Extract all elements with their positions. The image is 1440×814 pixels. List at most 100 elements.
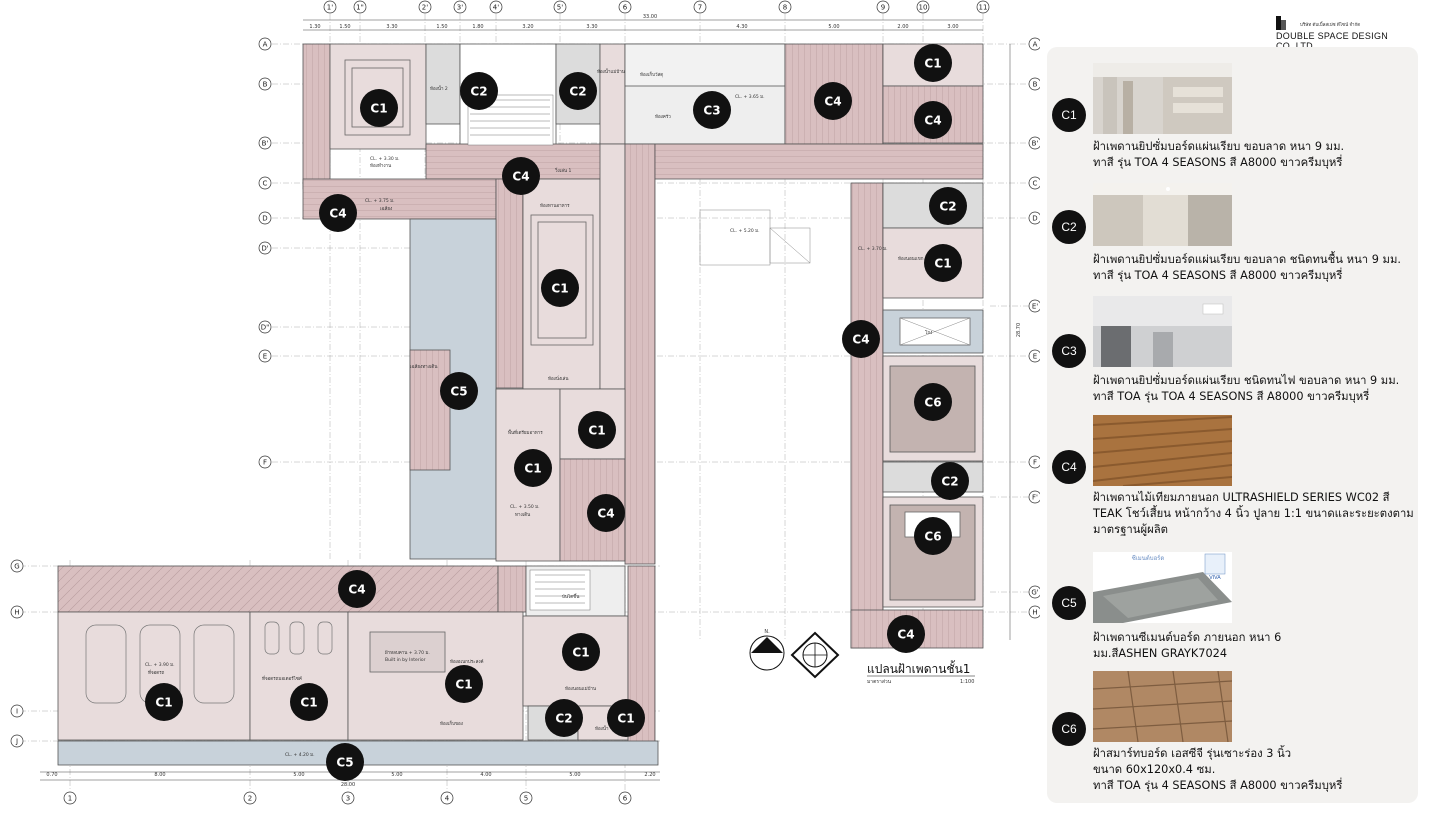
ceiling-type-badge: C2 — [460, 72, 498, 110]
room-label: บันไดขึ้น — [562, 593, 579, 600]
svg-text:C4: C4 — [512, 170, 529, 184]
svg-text:C5: C5 — [336, 756, 353, 770]
dim-top: 3.30 — [386, 24, 397, 30]
svg-text:2: 2 — [248, 795, 252, 803]
room-label: ห้องทานอาหาร — [540, 203, 570, 209]
axis-bubble-top: 8 — [778, 0, 792, 14]
room-label: เฉลียง — [380, 206, 392, 212]
svg-text:B: B — [263, 81, 268, 89]
dim-bottom: 5.00 — [391, 772, 402, 778]
room-label: ห้องครัว — [655, 114, 671, 120]
room-label: CL. + 4.20 ม. — [285, 752, 315, 758]
legend-line: TEAK โชว์เสี้ยน หน้ากว้าง 4 นิ้ว ปูลาย 1… — [1093, 507, 1414, 520]
svg-text:C2: C2 — [470, 85, 487, 99]
svg-text:1': 1' — [327, 4, 333, 12]
svg-text:C2: C2 — [555, 712, 572, 726]
svg-text:11: 11 — [979, 4, 988, 12]
svg-text:1: 1 — [68, 795, 72, 803]
void-outline — [699, 209, 811, 266]
svg-text:F: F — [1033, 459, 1037, 467]
room-label: ทางเดิน — [515, 512, 530, 518]
svg-text:9: 9 — [881, 4, 885, 12]
svg-text:8: 8 — [783, 4, 787, 12]
legend-line: มม.สีASHEN GRAYK7024 — [1093, 647, 1228, 660]
ceiling-type-badge: C1 — [541, 269, 579, 307]
svg-text:E: E — [1033, 353, 1037, 361]
legend-badge: C1 — [1052, 98, 1086, 132]
ceiling-type-badge: C2 — [559, 72, 597, 110]
legend-line: ทาสี รุ่น TOA 4 SEASONS สี A8000 ขาวครีม… — [1093, 269, 1343, 282]
ceiling-type-badge: C6 — [914, 383, 952, 421]
axis-bubble-right: B — [1028, 77, 1042, 91]
svg-text:D: D — [262, 215, 267, 223]
svg-text:4: 4 — [445, 795, 450, 803]
svg-text:C2: C2 — [939, 200, 956, 214]
svg-text:6: 6 — [623, 795, 628, 803]
axis-bubble-top: 5' — [553, 0, 567, 14]
room-label: CL. + 5.20 ม. — [730, 228, 760, 234]
ceiling-sample-photo: VIVA ซีเมนต์บอร์ด — [1093, 552, 1232, 623]
svg-text:3: 3 — [346, 795, 350, 803]
legend-line: ทาสี TOA รุ่น TOA 4 SEASONS สี A8000 ขาว… — [1093, 390, 1370, 403]
company-name: DOUBLE SPACE DESIGN CO.,LTD. — [1276, 31, 1389, 51]
ceiling-type-badge: C4 — [338, 570, 376, 608]
svg-text:C1: C1 — [300, 696, 317, 710]
axis-bubble-bottom: 5 — [519, 791, 533, 805]
svg-text:F': F' — [1032, 494, 1038, 502]
room-label: CL. + 3.70 ม. — [858, 246, 888, 252]
ceiling-type-badge: C4 — [319, 194, 357, 232]
svg-text:5': 5' — [557, 4, 563, 12]
top-dimensions: 33.00 1.30 1.50 3.30 1.50 1.80 3.20 3.30… — [303, 14, 983, 31]
svg-text:C1: C1 — [588, 424, 605, 438]
overall-width-dimension: 33.00 — [643, 14, 657, 20]
axis-bubble-bottom: 3 — [341, 791, 355, 805]
svg-text:C1: C1 — [551, 282, 568, 296]
legend-line: ฝ้าเพดานยิปซั่มบอร์ดแผ่นเรียบ ขอบลาด ชนิ… — [1093, 253, 1401, 266]
axis-bubble-top: 10 — [916, 0, 930, 14]
axis-bubble-left: G — [10, 559, 24, 573]
ceiling-type-badge: C2 — [929, 187, 967, 225]
ceiling-type-badge: C1 — [562, 633, 600, 671]
svg-text:C4: C4 — [824, 95, 841, 109]
svg-text:5: 5 — [524, 795, 528, 803]
right-dimension: 28.70 — [1009, 44, 1022, 640]
legend-line: ทาสี TOA รุ่น 4 SEASONS สี A8000 ขาวครีม… — [1093, 779, 1343, 792]
dim-top: 1.50 — [339, 24, 350, 30]
axis-bubble-top: 1' — [323, 0, 337, 14]
svg-text:A: A — [263, 41, 268, 49]
svg-text:C4: C4 — [348, 583, 365, 597]
legend-line: ทาสี รุ่น TOA 4 SEASONS สี A8000 ขาวครีม… — [1093, 156, 1343, 169]
legend-badge: C2 — [1052, 210, 1086, 244]
axis-bubble-left: B — [258, 77, 272, 91]
axis-bubble-bottom: 1 — [63, 791, 77, 805]
ceiling-type-badge: C1 — [914, 44, 952, 82]
dim-bottom: 5.00 — [569, 772, 580, 778]
ceiling-type-badge: C5 — [440, 372, 478, 410]
svg-text:D': D' — [261, 245, 268, 253]
dim-top: 2.00 — [897, 24, 908, 30]
ceiling-sample-photo — [1093, 183, 1232, 246]
axis-bubble-top: 2' — [418, 0, 432, 14]
room-label: โถง — [925, 329, 932, 336]
axis-bubble-left: D — [258, 211, 272, 225]
svg-text:C1: C1 — [572, 646, 589, 660]
ceiling-type-badge: C2 — [931, 462, 969, 500]
legend-badge: C3 — [1052, 334, 1086, 368]
svg-text:7: 7 — [698, 4, 702, 12]
svg-text:C2: C2 — [569, 85, 586, 99]
ceiling-legend-panel: C1 ฝ้าเพดานยิปซั่มบอร์ดแผ่นเรียบ ขอบลาด … — [1047, 47, 1418, 803]
svg-text:F: F — [263, 459, 267, 467]
svg-text:G': G' — [1031, 589, 1038, 597]
axis-bubble-top: 1" — [353, 0, 367, 14]
room-label: เฉลียงทางเดิน — [410, 364, 437, 370]
svg-text:C6: C6 — [924, 530, 941, 544]
room-label: ห้องน้ำ — [595, 725, 609, 732]
overall-height-dimension: 28.70 — [1016, 323, 1022, 337]
axis-bubble-left: D' — [258, 241, 272, 255]
ceiling-sample-photo — [1093, 63, 1232, 134]
svg-text:C4: C4 — [897, 628, 914, 642]
svg-text:C1: C1 — [934, 257, 951, 271]
cement-board-caption: ซีเมนต์บอร์ด — [1132, 554, 1165, 562]
